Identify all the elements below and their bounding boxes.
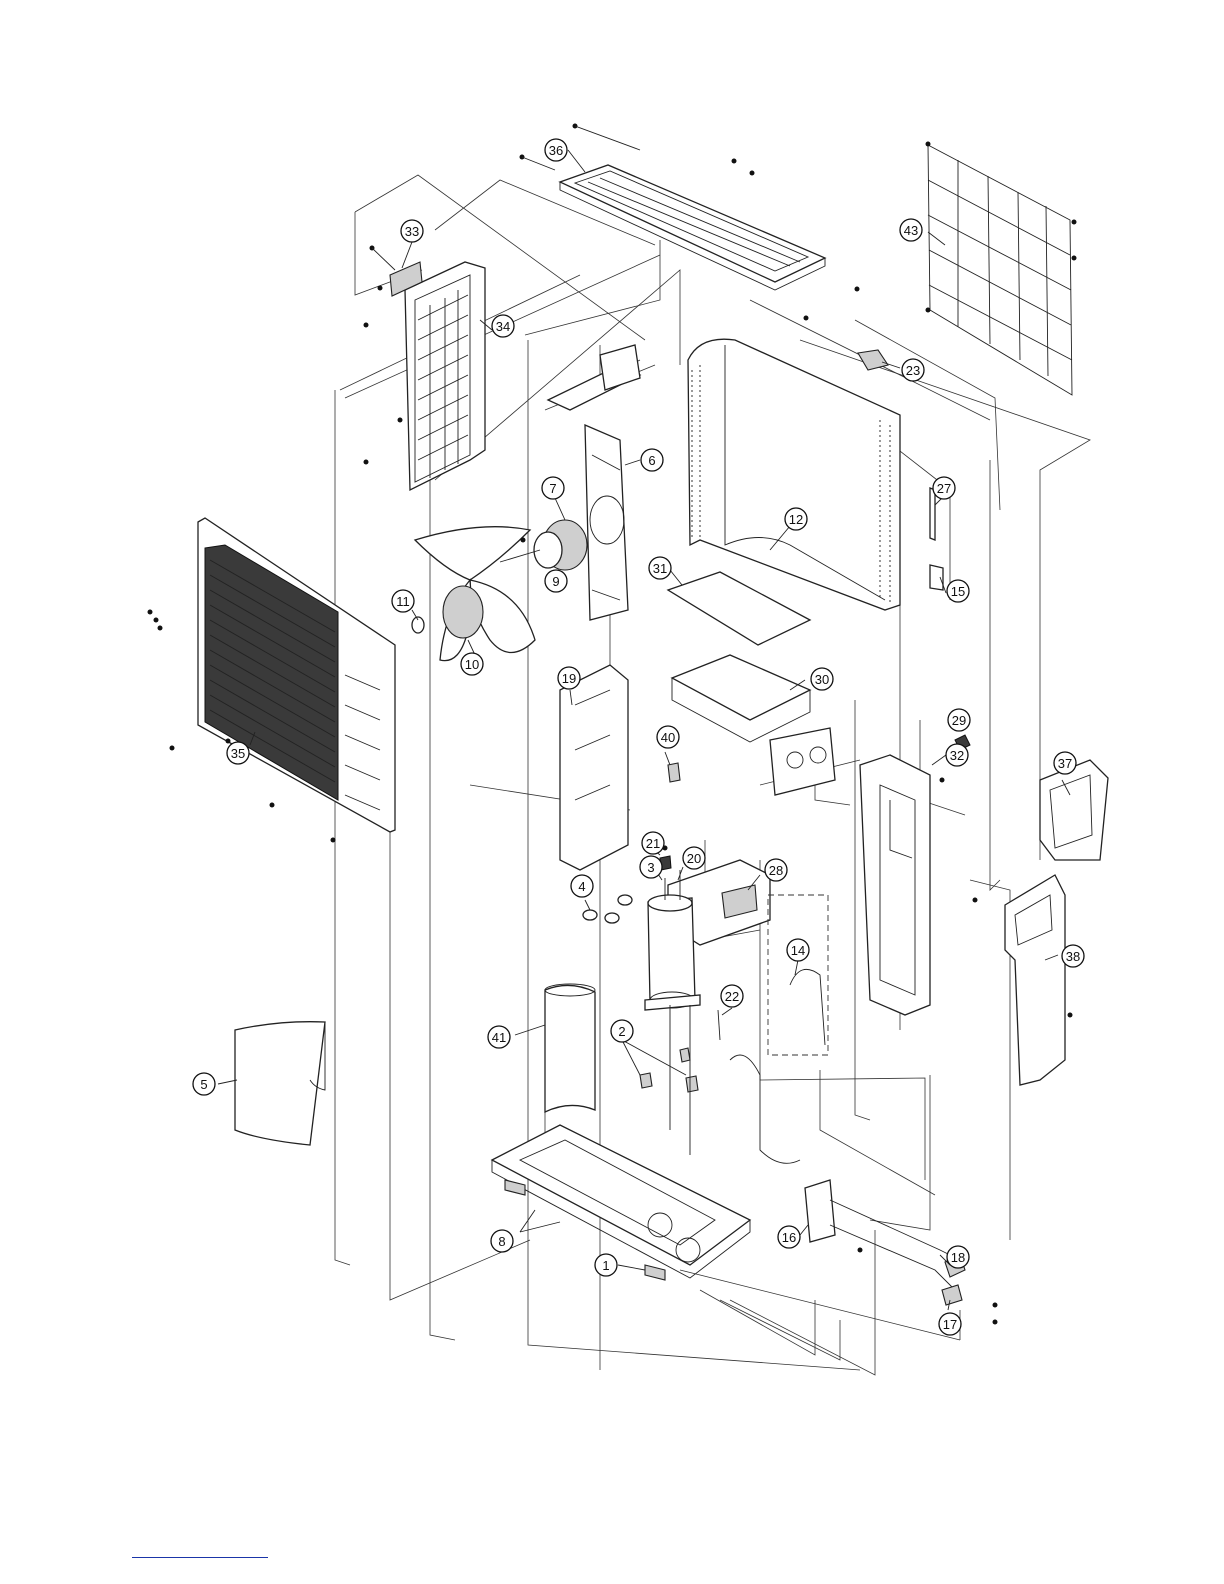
callout-7: 7 [542,477,564,499]
callout-label: 10 [465,657,479,672]
callout-40: 40 [657,726,679,748]
callout-label: 16 [782,1230,796,1245]
callout-29: 29 [948,709,970,731]
callout-label: 40 [661,730,675,745]
callout-label: 38 [1066,949,1080,964]
callout-43: 43 [900,219,922,241]
callout-4: 4 [571,875,593,897]
callout-label: 4 [578,879,585,894]
callout-22: 22 [721,985,743,1007]
callout-5: 5 [193,1073,215,1095]
callout-31: 31 [649,557,671,579]
callout-label: 33 [405,224,419,239]
callout-label: 5 [200,1077,207,1092]
callout-19: 19 [558,667,580,689]
sound-insulation [545,984,595,1112]
tubing [718,895,828,1163]
callout-14: 14 [787,939,809,961]
service-side-panel [860,755,978,1015]
callout-label: 7 [549,481,556,496]
footer-rule [132,1557,268,1558]
wire-grille [926,142,1077,396]
fan-propeller [412,527,535,661]
callout-23: 23 [902,359,924,381]
callout-label: 36 [549,143,563,158]
callout-30: 30 [811,668,833,690]
callout-27: 27 [933,477,955,499]
service-cover [1005,760,1108,1085]
callout-label: 18 [951,1250,965,1265]
callout-label: 19 [562,671,576,686]
rear-side-panel [364,246,486,491]
callout-21: 21 [642,832,664,854]
callout-label: 17 [943,1317,957,1332]
callout-17: 17 [939,1313,961,1335]
callout-label: 20 [687,851,701,866]
callout-label: 29 [952,713,966,728]
compressor [583,870,700,1155]
callout-34: 34 [492,315,514,337]
callout-36: 36 [545,139,567,161]
callout-12: 12 [785,508,807,530]
front-grille-panel [148,518,396,843]
callout-label: 9 [552,574,559,589]
base-pan [492,1125,750,1280]
callout-label: 28 [769,863,783,878]
callout-28: 28 [765,859,787,881]
callout-label: 12 [789,512,803,527]
callout-11: 11 [392,590,414,612]
callout-18: 18 [947,1246,969,1268]
callout-label: 27 [937,481,951,496]
callout-label: 8 [498,1234,505,1249]
callout-label: 14 [791,943,805,958]
callout-20: 20 [683,847,705,869]
callout-label: 11 [396,594,410,609]
callout-8: 8 [491,1230,513,1252]
callout-32: 32 [946,744,968,766]
callout-label: 35 [231,746,245,761]
callout-label: 1 [602,1258,609,1273]
callout-9: 9 [545,570,567,592]
insulation-sheet [235,1022,325,1145]
callout-6: 6 [641,449,663,471]
callout-label: 22 [725,989,739,1004]
callout-label: 3 [647,860,654,875]
callout-2: 2 [611,1020,633,1042]
partition-plate [560,665,628,870]
callout-1: 1 [595,1254,617,1276]
callout-37: 37 [1054,752,1076,774]
callout-16: 16 [778,1226,800,1248]
callout-33: 33 [401,220,423,242]
callout-15: 15 [947,580,969,602]
callout-label: 21 [646,836,660,851]
callout-3: 3 [640,856,662,878]
callout-label: 32 [950,748,964,763]
callout-label: 6 [648,453,655,468]
callout-35: 35 [227,742,249,764]
callout-label: 31 [653,561,667,576]
callout-41: 41 [488,1026,510,1048]
callout-label: 30 [815,672,829,687]
callout-label: 2 [618,1024,625,1039]
callout-label: 41 [492,1030,506,1045]
callout-label: 15 [951,584,965,599]
callout-38: 38 [1062,945,1084,967]
callout-label: 43 [904,223,918,238]
callout-label: 23 [906,363,920,378]
callout-10: 10 [461,653,483,675]
callout-label: 37 [1058,756,1072,771]
condenser-coil [688,339,943,610]
callout-label: 34 [496,319,510,334]
